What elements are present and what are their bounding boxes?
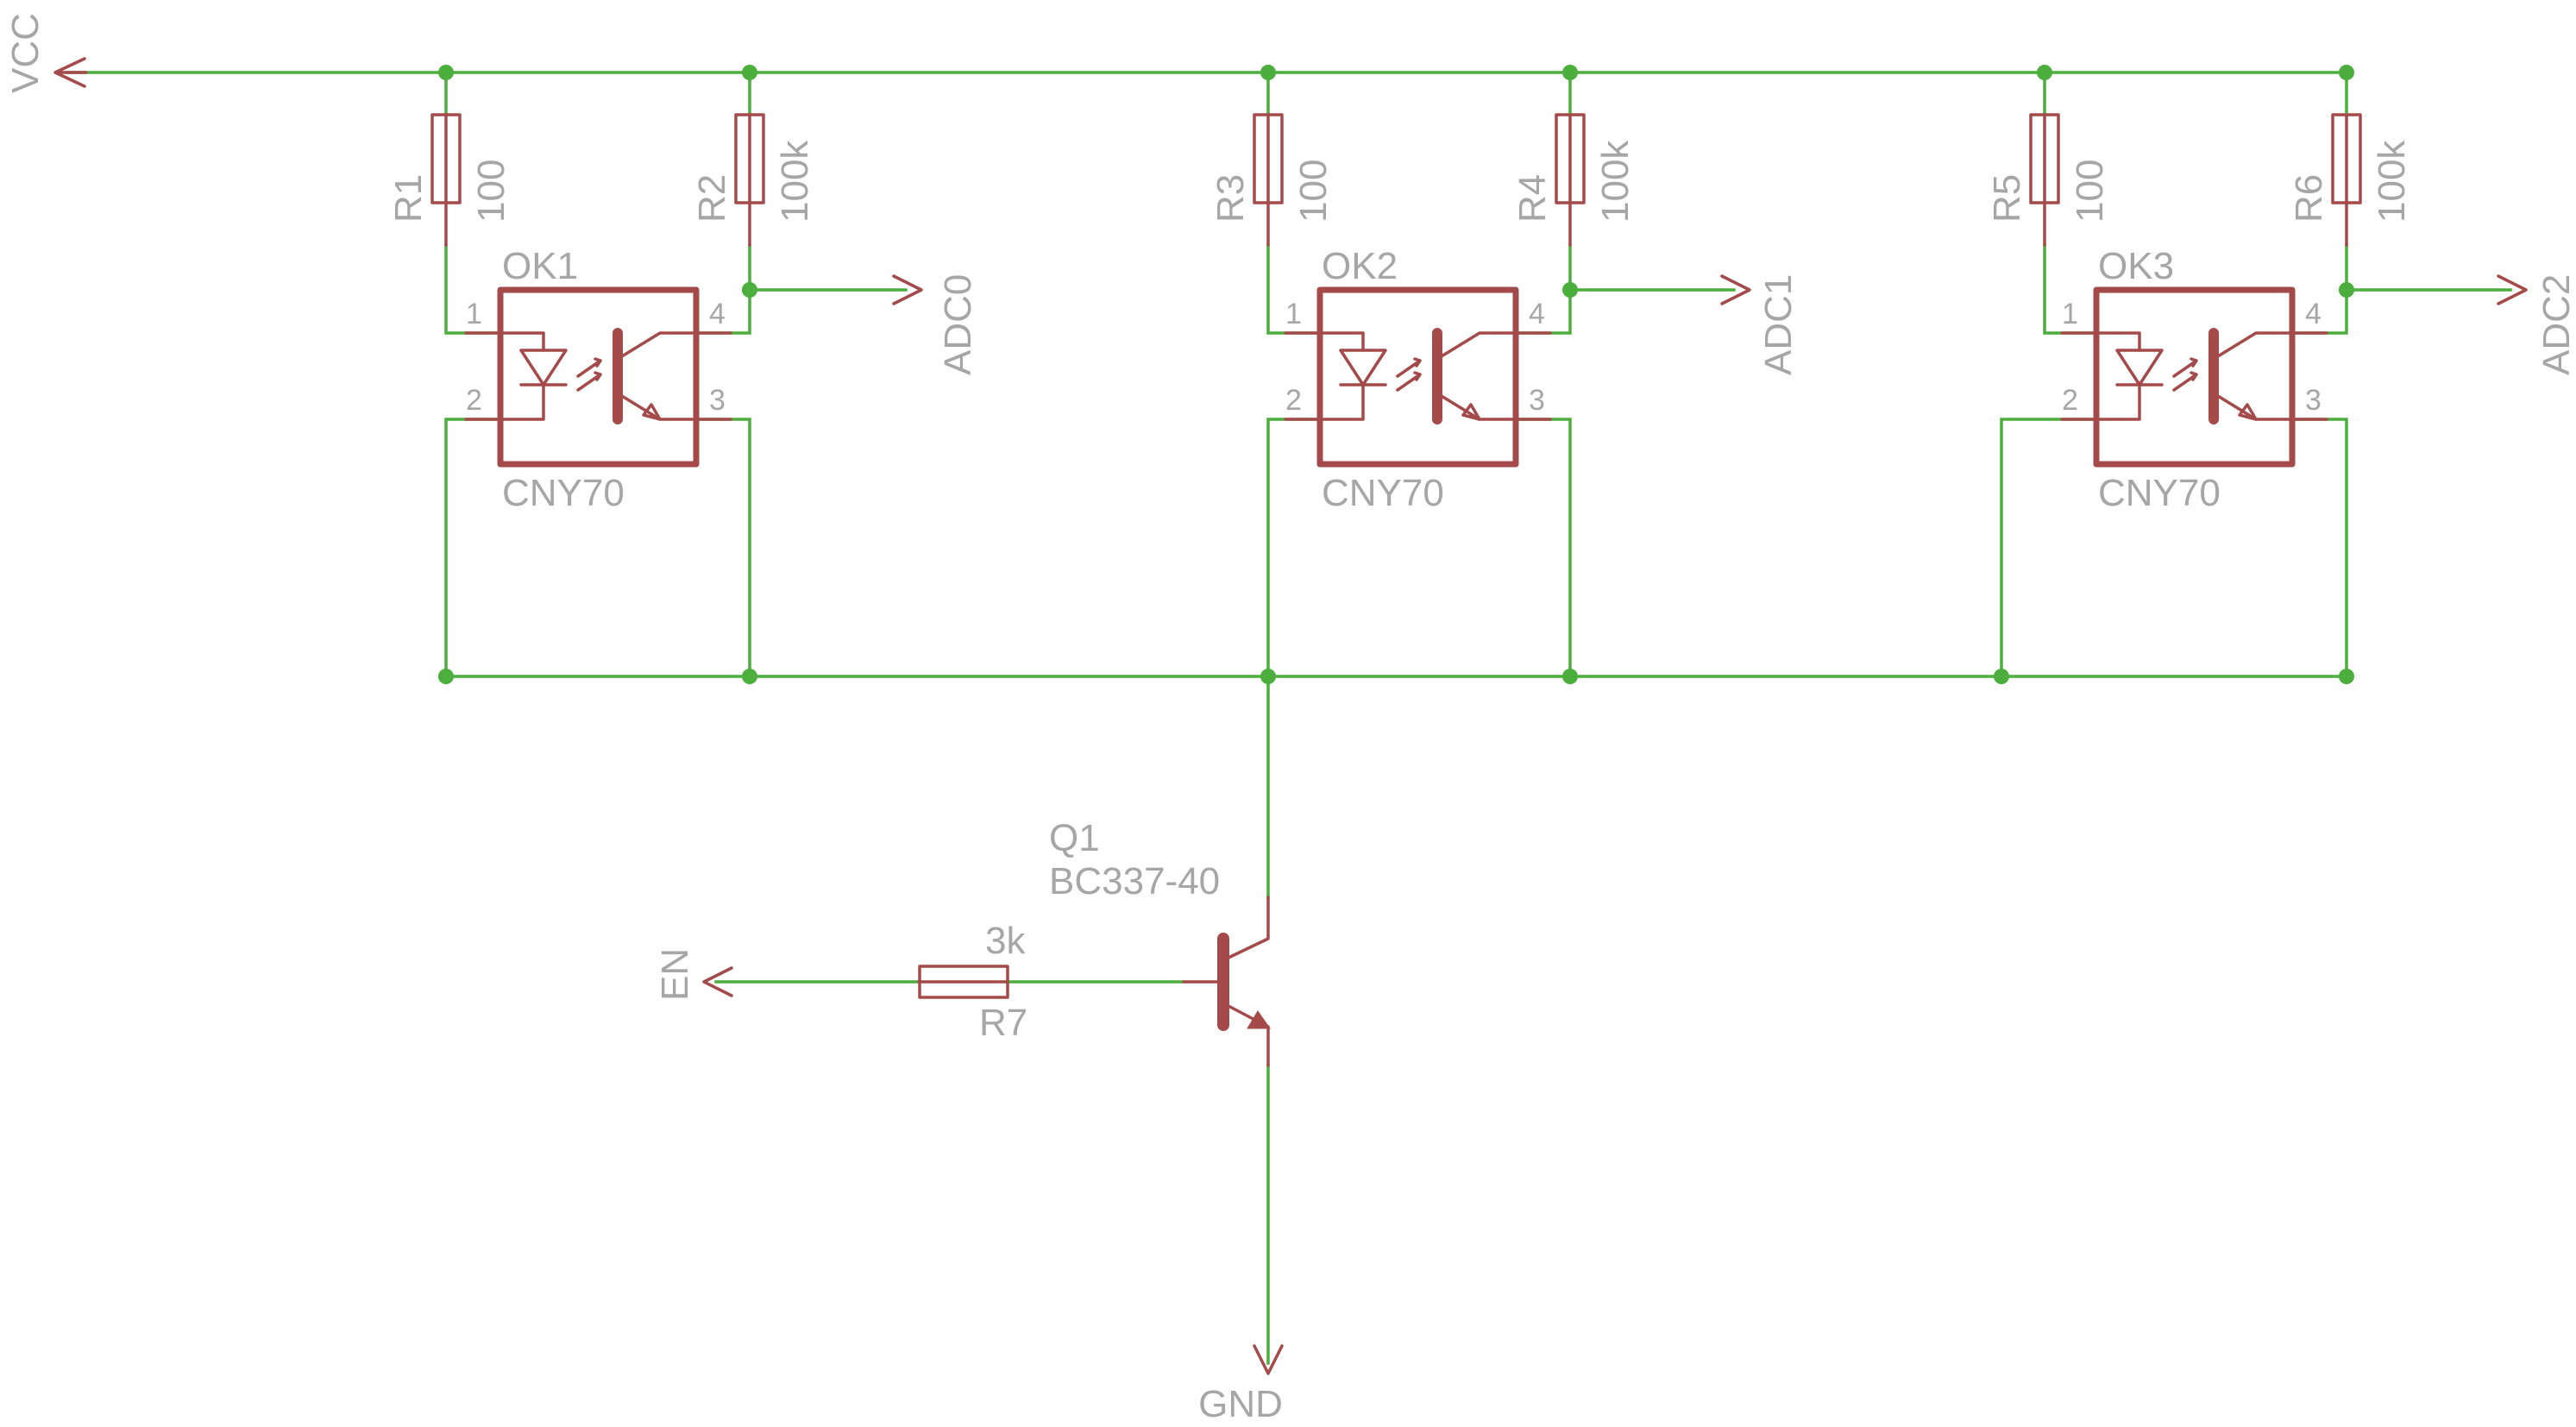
pin-number: 4 <box>709 298 726 330</box>
resistor-value-label: 100 <box>2069 160 2111 223</box>
adc1-label: ADC1 <box>1757 274 1800 375</box>
junction-dot <box>2037 65 2052 80</box>
resistor-r1: R1 100 <box>387 113 512 247</box>
en-arrow-icon <box>702 966 733 997</box>
junction-dot <box>742 282 757 298</box>
adc0-label: ADC0 <box>937 274 979 375</box>
adc2-label: ADC2 <box>2535 274 2576 375</box>
pin-number: 2 <box>466 384 482 417</box>
optocoupler-ref-label: OK3 <box>2098 245 2174 287</box>
resistor-body <box>2029 113 2060 204</box>
junction-dot <box>438 669 454 684</box>
pin-number: 1 <box>2062 298 2078 330</box>
vcc-symbol: VCC <box>4 13 88 93</box>
resistor-body <box>1555 113 1586 204</box>
optocoupler-symbol-icon <box>1285 290 1550 464</box>
pin-number: 2 <box>1285 384 1302 417</box>
en-label: EN <box>654 948 696 1001</box>
gnd-label: GND <box>1198 1383 1283 1425</box>
adc1-arrow-icon <box>1720 274 1751 305</box>
led2-return-wire <box>1266 418 1322 899</box>
junction-dot <box>2339 65 2354 80</box>
resistor-value-label: 100 <box>1292 160 1335 223</box>
resistor-ref-label: R1 <box>387 174 430 223</box>
resistor-r5: R5 100 <box>1986 113 2111 247</box>
emitter3-wire <box>2290 418 2348 678</box>
pin-number: 3 <box>2305 384 2322 417</box>
adc0-symbol: ADC0 <box>892 274 979 375</box>
gnd-symbol: GND <box>1198 1344 1284 1425</box>
resistor-value-label: 100k <box>1594 140 1637 223</box>
pin-number: 2 <box>2062 384 2078 417</box>
resistor-r3: R3 100 <box>1209 113 1335 247</box>
resistor-ref-label: R5 <box>1986 174 2028 223</box>
optocoupler-symbol-icon <box>466 290 731 464</box>
optocoupler-part-label: CNY70 <box>1322 472 1444 514</box>
junction-dot <box>2339 282 2354 298</box>
resistor-body <box>430 113 462 204</box>
optocoupler-part-label: CNY70 <box>502 472 625 514</box>
transistor-emitter <box>1227 1004 1270 1067</box>
led1-return-wire <box>444 418 502 678</box>
junction-dot <box>742 669 757 684</box>
junction-dot <box>1260 65 1276 80</box>
resistor-value-label: 100k <box>2371 140 2413 223</box>
transistor-collector <box>1227 896 1270 959</box>
junction-dot <box>1260 669 1276 684</box>
resistor-body <box>734 113 765 204</box>
resistor-r7: 3k R7 <box>917 920 1027 1044</box>
resistor-r2: R2 100k <box>691 113 816 247</box>
optocoupler-part-label: CNY70 <box>2098 472 2221 514</box>
adc2-symbol: ADC2 <box>2497 274 2576 375</box>
resistor-ref-label: R4 <box>1511 174 1554 223</box>
vcc-label: VCC <box>4 13 47 93</box>
vcc-arrow-icon <box>53 57 88 88</box>
pin-number: 3 <box>1529 384 1545 417</box>
resistor-ref-label: R7 <box>979 1002 1027 1044</box>
junction-dot <box>1994 669 2009 684</box>
resistor-value-label: 3k <box>985 920 1026 962</box>
resistor-r4: R4 100k <box>1511 113 1637 247</box>
pin-number: 4 <box>1529 298 1545 330</box>
emitter-arrow-icon <box>1247 1010 1271 1029</box>
led3-return-wire <box>2000 418 2098 678</box>
resistor-r6: R6 100k <box>2288 113 2413 247</box>
resistor-ref-label: R3 <box>1209 174 1252 223</box>
adc2-arrow-icon <box>2497 274 2528 305</box>
junction-dot <box>438 65 454 80</box>
resistor-body <box>1253 113 1284 204</box>
optocoupler-ok2: OK2 CNY70 1 2 3 4 <box>1285 245 1550 514</box>
junction-dot <box>1562 65 1578 80</box>
junction-dot <box>1562 282 1578 298</box>
transistor-part-label: BC337-40 <box>1049 860 1220 902</box>
resistor-ref-label: R2 <box>691 174 733 223</box>
optocoupler-ok1: OK1 CNY70 1 2 3 4 <box>466 245 731 514</box>
adc0-arrow-icon <box>892 274 923 305</box>
pin-number: 1 <box>466 298 482 330</box>
junction-dot <box>2339 669 2354 684</box>
transistor-q1: Q1 BC337-40 <box>1049 817 1271 1067</box>
emitter2-wire <box>1514 418 1572 678</box>
resistor-body <box>918 965 1009 999</box>
junction-dot <box>742 65 757 80</box>
transistor-ref-label: Q1 <box>1049 817 1100 859</box>
pin-number: 3 <box>709 384 726 417</box>
resistor-body <box>2331 113 2362 204</box>
en-symbol: EN <box>654 948 733 1001</box>
gnd-arrow-icon <box>1253 1344 1284 1375</box>
junctions <box>438 65 2354 684</box>
resistor-ref-label: R6 <box>2288 174 2330 223</box>
optocoupler-symbol-icon <box>2062 290 2327 464</box>
optocoupler-ref-label: OK2 <box>1322 245 1398 287</box>
emitter1-wire <box>694 418 751 678</box>
adc1-symbol: ADC1 <box>1720 274 1800 375</box>
pin-number: 4 <box>2305 298 2322 330</box>
pin-number: 1 <box>1285 298 1302 330</box>
optocoupler-ref-label: OK1 <box>502 245 578 287</box>
junction-dot <box>1562 669 1578 684</box>
resistor-value-label: 100k <box>774 140 816 223</box>
optocoupler-ok3: OK3 CNY70 1 2 3 4 <box>2062 245 2327 514</box>
resistor-value-label: 100 <box>470 160 512 223</box>
